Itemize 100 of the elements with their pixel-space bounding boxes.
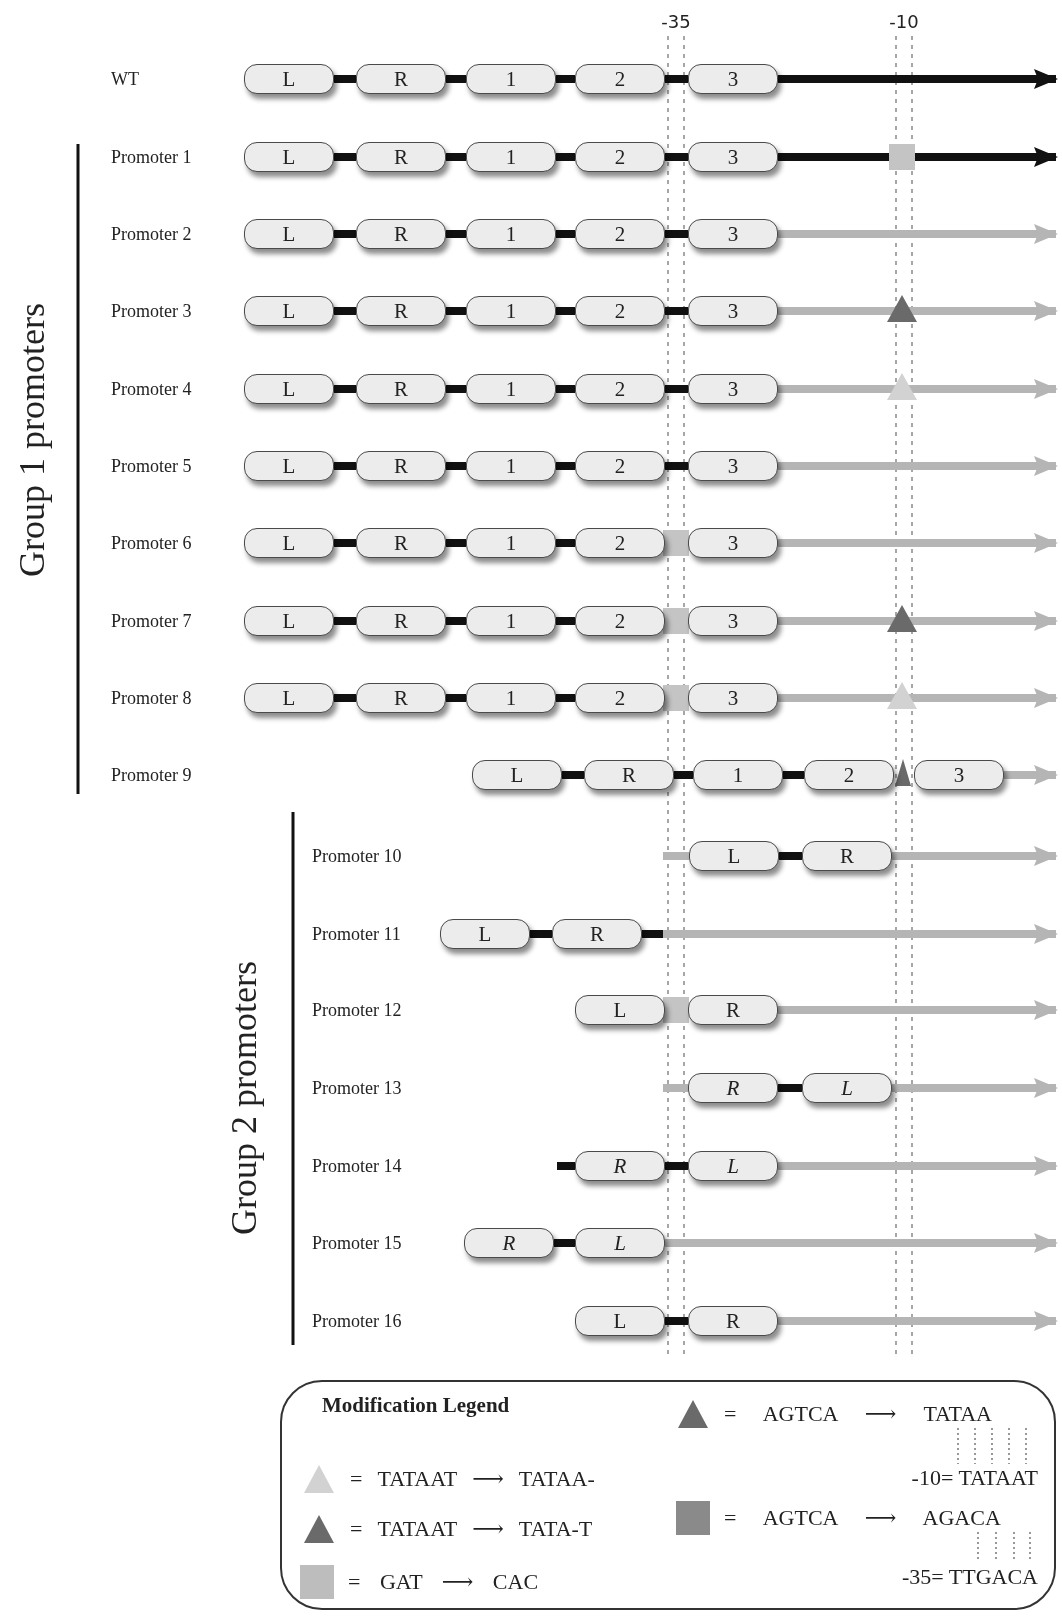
operator-pill [244,374,334,404]
linker-bar [334,307,356,315]
operator-pill [244,683,334,713]
linker-bar [334,694,356,702]
operator-pill [575,142,665,172]
operator-label: R [622,764,636,786]
linker-bar [778,1084,802,1092]
transcription-arrow [778,456,1058,476]
operator-label: 1 [505,455,517,477]
operator-label: L [727,1155,739,1177]
operator-label: R [394,610,408,632]
operator-pill [356,374,446,404]
operator-label: 1 [505,68,517,90]
operator-pill [466,683,556,713]
linker-bar [554,1239,575,1247]
operator-label: L [613,1310,627,1332]
operator-pill [466,451,556,481]
operator-label: L [282,610,296,632]
operator-label: 2 [614,610,626,632]
linker-bar [556,230,575,238]
operator-pill [244,451,334,481]
operator-label: 3 [727,532,739,554]
linker-bar [446,385,466,393]
linker-bar [446,75,466,83]
operator-label: 1 [505,146,517,168]
linker-bar [665,1162,688,1170]
operator-pill [244,64,334,94]
transcription-arrow [1004,765,1058,785]
operator-pill [464,1228,554,1258]
linker-bar [446,539,466,547]
operator-label: 3 [727,146,739,168]
operator-pill [466,374,556,404]
legend-text: = TATAAT ⟶ TATA-T [350,1516,593,1542]
linker-bar [334,539,356,547]
operator-pill [244,606,334,636]
operator-pill [356,142,446,172]
operator-pill [356,606,446,636]
operator-label: 1 [505,610,517,632]
operator-label: 3 [727,378,739,400]
row-label: Promoter 2 [111,225,192,243]
operator-pill [356,683,446,713]
operator-pill [466,606,556,636]
operator-pill [688,296,778,326]
operator-label: 3 [727,610,739,632]
operator-label: R [726,1077,740,1099]
row-label: Promoter 11 [312,925,401,943]
operator-pill [688,219,778,249]
operator-label: L [841,1077,853,1099]
operator-label: R [394,378,408,400]
row-label: Promoter 9 [111,766,192,784]
linker-bar [556,153,575,161]
transcription-arrow [778,301,1058,321]
transcription-arrow [665,1233,1058,1253]
sequence-label: -35= TTGACA [901,1566,1038,1588]
linker-bar [665,153,688,161]
operator-pill [575,528,665,558]
sequence-label: -10= TATAAT [911,1467,1038,1489]
operator-label: R [840,845,854,867]
legend-text: = TATAAT ⟶ TATAA- [350,1466,595,1492]
row-label: Promoter 16 [312,1312,402,1330]
operator-label: R [394,532,408,554]
linker-bar [530,930,552,938]
linker-bar [446,694,466,702]
operator-pill [472,760,562,790]
operator-pill [356,451,446,481]
operator-pill [575,1228,665,1258]
operator-pill [914,760,1004,790]
operator-label: 2 [614,146,626,168]
operator-label: L [614,1232,626,1254]
operator-label: R [394,300,408,322]
position-label: -35 [661,13,691,31]
operator-label: 1 [505,223,517,245]
linker-bar [674,771,693,779]
linker-bar [334,230,356,238]
group-label: Group 1 promoters [14,303,50,577]
operator-label: 1 [505,378,517,400]
operator-label: 3 [727,300,739,322]
legend-text: = AGTCA ⟶ TATAA [724,1401,992,1427]
operator-label: L [282,532,296,554]
row-label: Promoter 3 [111,302,192,320]
transcription-arrow [778,379,1058,399]
operator-pill [688,374,778,404]
transcription-arrow [778,147,1058,167]
operator-pill [688,528,778,558]
operator-pill [688,606,778,636]
linker-bar [556,307,575,315]
operator-pill [802,1073,892,1103]
row-label: Promoter 4 [111,380,192,398]
row-label: Promoter 8 [111,689,192,707]
linker-bar [446,307,466,315]
operator-pill [356,219,446,249]
operator-label: L [282,146,296,168]
operator-label: L [613,999,627,1021]
operator-label: L [510,764,524,786]
operator-label: 3 [727,68,739,90]
operator-pill [244,296,334,326]
row-label: Promoter 12 [312,1001,402,1019]
operator-pill [466,219,556,249]
legend-text: = GAT ⟶ CAC [348,1569,539,1595]
operator-pill [244,142,334,172]
